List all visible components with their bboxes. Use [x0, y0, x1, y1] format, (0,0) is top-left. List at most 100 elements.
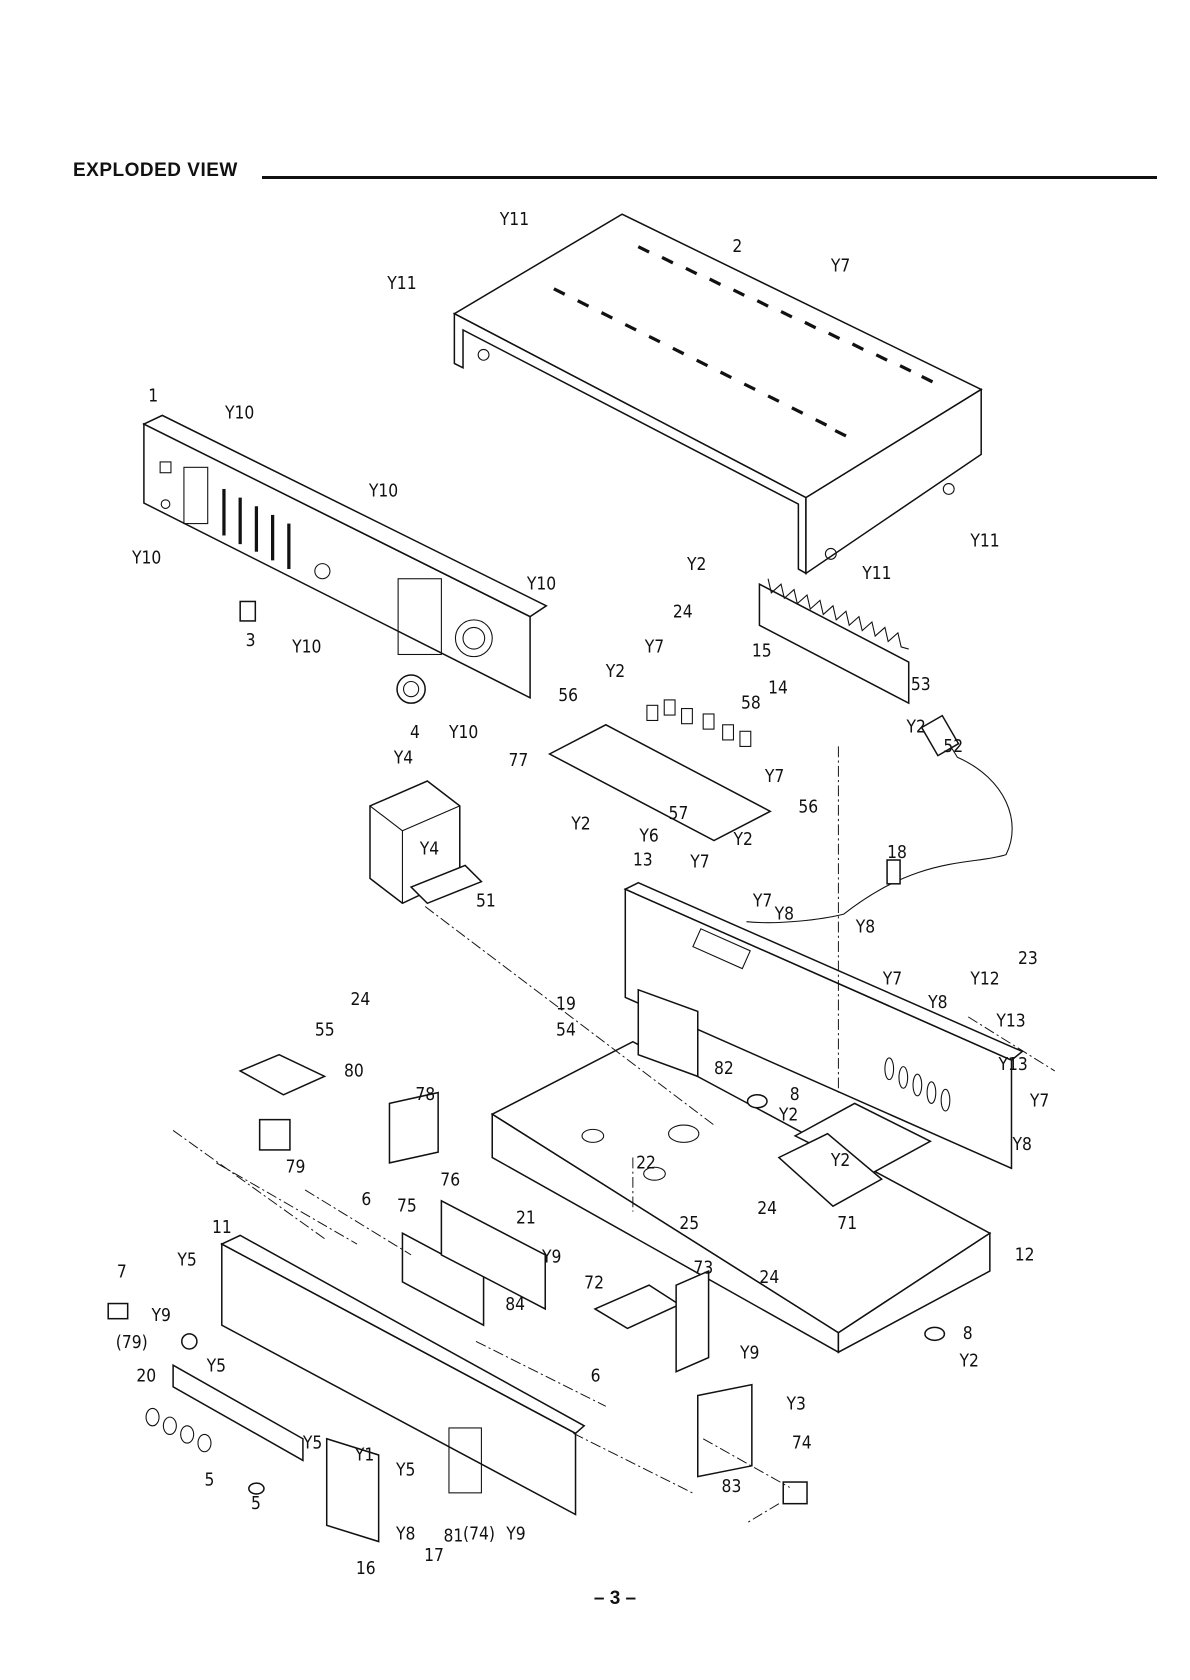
- callout-label: Y11: [499, 210, 529, 230]
- switch-3: [239, 600, 257, 622]
- callout-label: 24: [759, 1268, 779, 1288]
- callout-label: Y7: [752, 892, 772, 912]
- misc-parts: [107, 1053, 946, 1543]
- callout-label: 15: [752, 642, 772, 662]
- callout-label: Y2: [778, 1106, 798, 1126]
- callout-label: 7: [117, 1263, 127, 1283]
- page-title: EXPLODED VIEW: [73, 160, 238, 181]
- callout-label: Y9: [505, 1524, 525, 1544]
- callout-label: 25: [679, 1214, 699, 1234]
- callout-label: 24: [757, 1199, 777, 1219]
- callout-label: 23: [1018, 949, 1038, 969]
- callout-label: Y10: [224, 404, 254, 424]
- callout-label: 6: [591, 1366, 601, 1386]
- callout-label: 52: [943, 737, 963, 757]
- callout-label: Y11: [861, 564, 891, 584]
- power-cord: [746, 714, 1013, 924]
- callout-label: Y7: [764, 767, 784, 787]
- heat-sink: [758, 578, 910, 705]
- callout-label: Y10: [368, 482, 398, 502]
- callout-label: Y2: [686, 555, 706, 575]
- callout-label: Y4: [393, 749, 414, 769]
- callout-label: 55: [315, 1020, 335, 1040]
- callout-labels: Y11 Y11 2 Y7 1 Y10 Y10 Y10 Y10 3 Y10 4 Y…: [116, 210, 1050, 1579]
- callout-label: 84: [505, 1295, 525, 1315]
- callout-label: 2: [732, 237, 742, 257]
- callout-label: Y2: [959, 1351, 979, 1371]
- callout-label: 17: [424, 1546, 444, 1566]
- callout-label: 82: [714, 1059, 734, 1079]
- callout-label: Y7: [689, 853, 709, 873]
- callout-label: 5: [251, 1494, 261, 1514]
- callout-label: Y5: [302, 1433, 322, 1453]
- front-board-20: [145, 1363, 304, 1462]
- callout-label: Y9: [150, 1306, 170, 1326]
- callout-label: (79): [116, 1333, 148, 1353]
- page-number: – 3 –: [593, 1588, 637, 1609]
- callout-label: 81: [444, 1527, 464, 1547]
- callout-label: Y2: [605, 662, 625, 682]
- callout-label: 71: [837, 1214, 857, 1234]
- power-transformer: [369, 780, 483, 905]
- callout-label: Y10: [131, 549, 161, 569]
- knob-4: [396, 674, 426, 704]
- callout-label: 79: [286, 1158, 306, 1178]
- callout-label: 74: [792, 1433, 812, 1453]
- callout-label: 54: [556, 1020, 576, 1040]
- callout-label: Y3: [785, 1395, 805, 1415]
- callout-label: Y2: [732, 830, 752, 850]
- callout-label: Y5: [206, 1357, 226, 1377]
- callout-label: Y8: [395, 1524, 415, 1544]
- callout-label: 6: [361, 1190, 371, 1210]
- callout-label: 80: [344, 1061, 364, 1081]
- callout-label: 21: [516, 1208, 536, 1228]
- chassis: [490, 1040, 992, 1354]
- callout-label: 14: [768, 678, 788, 698]
- callout-label: Y13: [998, 1055, 1028, 1075]
- callout-label: 24: [351, 990, 371, 1010]
- callout-label: 56: [558, 686, 578, 706]
- callout-label: Y11: [969, 531, 999, 551]
- callout-label: Y9: [541, 1247, 561, 1267]
- callout-label: Y10: [526, 575, 556, 595]
- callout-label: Y10: [291, 637, 321, 657]
- callout-label: Y4: [419, 840, 440, 860]
- callout-label: Y8: [927, 993, 947, 1013]
- callout-label: 8: [790, 1085, 800, 1105]
- callout-label: 76: [440, 1171, 460, 1191]
- top-cover: [452, 213, 983, 575]
- callout-label: Y2: [570, 815, 590, 835]
- callout-label: 13: [633, 850, 653, 870]
- assembly-lines: [172, 746, 1056, 1524]
- callout-label: 83: [722, 1477, 742, 1497]
- callout-label: Y7: [1029, 1092, 1049, 1112]
- callout-label: Y7: [882, 969, 902, 989]
- callout-label: 58: [741, 694, 761, 714]
- callout-label: 75: [397, 1197, 417, 1217]
- callout-label: 11: [212, 1218, 232, 1238]
- rear-terminal-board: [777, 1102, 932, 1208]
- callout-label: Y2: [830, 1151, 850, 1171]
- slider-board-75: [401, 1199, 546, 1327]
- callout-label: 8: [963, 1324, 973, 1344]
- callout-label: Y8: [855, 917, 875, 937]
- rear-panel: [623, 881, 1024, 1170]
- callout-label: 56: [798, 797, 818, 817]
- front-panel: [142, 414, 548, 699]
- callout-label: 57: [669, 804, 689, 824]
- callout-label: 72: [584, 1273, 604, 1293]
- callout-label: Y13: [995, 1012, 1025, 1032]
- callout-label: Y6: [638, 827, 658, 847]
- callout-label: 78: [415, 1085, 435, 1105]
- callout-label: Y5: [395, 1461, 415, 1481]
- front-subchassis: [220, 1234, 586, 1516]
- callout-label: Y12: [969, 969, 999, 989]
- callout-label: 24: [673, 603, 693, 623]
- callout-label: 3: [246, 631, 256, 651]
- callout-label: Y2: [906, 717, 926, 737]
- callout-label: 19: [556, 994, 576, 1014]
- callout-label: 16: [356, 1559, 376, 1579]
- callout-label: 51: [476, 892, 496, 912]
- board-82: [637, 988, 699, 1078]
